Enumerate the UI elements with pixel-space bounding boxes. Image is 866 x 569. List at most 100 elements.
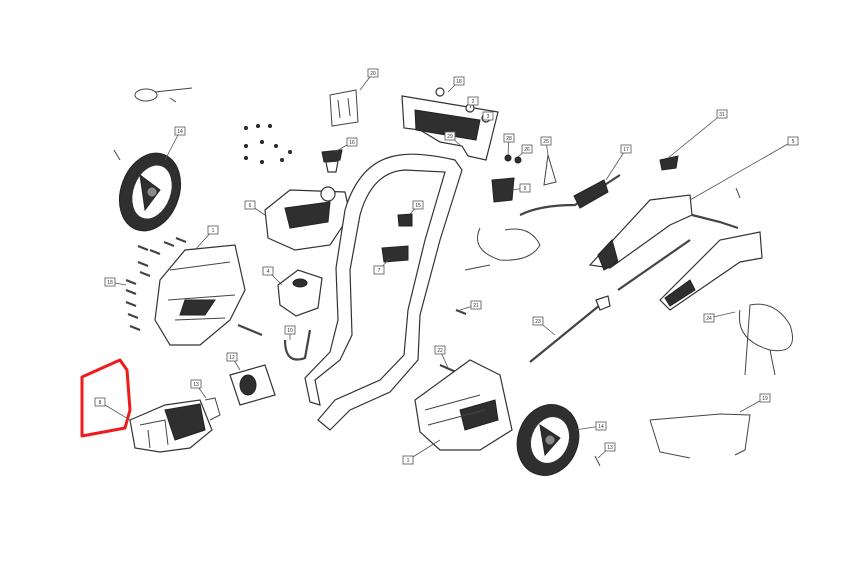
handle-frame-part xyxy=(304,153,463,431)
callout-number: 19 xyxy=(762,396,768,402)
control-panel-part xyxy=(401,87,499,161)
callout-box xyxy=(190,379,202,389)
callout-number: 26 xyxy=(524,147,530,153)
spray-gun-part xyxy=(588,187,763,311)
callout-box xyxy=(434,345,446,355)
callout-number: 18 xyxy=(456,79,462,85)
callout-number: 23 xyxy=(535,319,541,325)
cap-part xyxy=(321,149,343,173)
callout-box xyxy=(716,109,728,119)
callout-number: 5 xyxy=(792,139,795,145)
highlight-outline xyxy=(80,358,132,438)
callout-leader xyxy=(689,140,794,201)
callout-leader xyxy=(164,130,181,161)
hose-coil-part xyxy=(738,303,793,376)
callout-box xyxy=(453,76,465,86)
callout-number: 28 xyxy=(506,136,512,142)
callout-number: 1 xyxy=(212,228,215,234)
callout-box xyxy=(532,316,544,326)
housing-part xyxy=(229,364,276,406)
frame-body-part xyxy=(154,244,246,346)
callout-number: 20 xyxy=(370,71,376,77)
small-fittings xyxy=(504,154,557,186)
rod-part xyxy=(237,323,263,337)
bolt-part xyxy=(439,363,457,374)
callout-box xyxy=(503,133,515,143)
callout-box xyxy=(226,352,238,362)
callout-box xyxy=(284,325,296,335)
wire-frame-part xyxy=(649,413,751,459)
callout-number: 29 xyxy=(447,134,453,140)
valve-part xyxy=(455,308,467,316)
callout-number: 14 xyxy=(598,424,604,430)
callout-box xyxy=(94,397,106,407)
clip-part xyxy=(397,213,413,227)
callout-box xyxy=(703,313,715,323)
wheel-left-part xyxy=(119,152,181,232)
callout-number: 2 xyxy=(472,99,475,105)
callout-box xyxy=(467,96,479,106)
callout-leader xyxy=(605,148,627,181)
callout-number: 25 xyxy=(543,139,549,145)
callout-box xyxy=(595,421,607,431)
callout-box xyxy=(373,265,385,275)
callout-box xyxy=(346,137,358,147)
callout-number: 12 xyxy=(229,355,235,361)
callout-number: 9 xyxy=(524,186,527,192)
callout-number: 13 xyxy=(607,445,613,451)
label-tag-part xyxy=(329,89,359,127)
callout-number: 10 xyxy=(287,328,293,334)
callout-number: 7 xyxy=(378,268,381,274)
callout-box xyxy=(470,300,482,310)
screw-column-left xyxy=(125,236,187,332)
wheel-right-part xyxy=(516,404,580,476)
callout-number: 8 xyxy=(99,400,102,406)
callout-box xyxy=(521,144,533,154)
callout-number: 15 xyxy=(415,203,421,209)
bracket-small-part xyxy=(204,397,221,421)
callout-number: 21 xyxy=(473,303,479,309)
callout-box xyxy=(787,136,799,146)
callout-number: 3 xyxy=(487,114,490,120)
callout-number: 18 xyxy=(107,280,113,286)
callout-number: 31 xyxy=(719,112,725,118)
screw-part xyxy=(113,149,121,161)
callout-box xyxy=(104,277,116,287)
callout-number: 6 xyxy=(249,203,252,209)
callout-box xyxy=(412,200,424,210)
callout-box xyxy=(402,455,414,465)
callout-number: 17 xyxy=(623,147,629,153)
bent-hose-part xyxy=(283,329,312,361)
callout-number: 14 xyxy=(177,129,183,135)
switch-part xyxy=(381,245,409,263)
top-cover-part xyxy=(264,186,351,251)
fitting-part xyxy=(659,155,679,171)
callout-number: 16 xyxy=(349,140,355,146)
power-cord-part xyxy=(464,174,621,271)
callout-box xyxy=(207,225,219,235)
callout-number: 13 xyxy=(193,382,199,388)
callout-box xyxy=(244,200,256,210)
wheel-bolt-part xyxy=(594,455,601,467)
reservoir-part xyxy=(277,269,323,317)
pump-part xyxy=(129,399,213,453)
bracket-part xyxy=(491,177,515,203)
callout-box xyxy=(367,68,379,78)
callout-number: 4 xyxy=(267,269,270,275)
screw-cluster-top xyxy=(244,124,292,164)
callout-number: 1 xyxy=(407,458,410,464)
callout-number: 24 xyxy=(706,316,712,322)
callout-box xyxy=(540,136,552,146)
callout-box xyxy=(604,442,616,452)
callout-leader xyxy=(667,113,723,159)
lower-frame-part xyxy=(414,359,513,451)
callout-box xyxy=(620,144,632,154)
callout-box xyxy=(519,183,531,193)
pin-clip-part xyxy=(134,87,193,103)
callout-box xyxy=(262,266,274,276)
callout-box xyxy=(444,131,456,141)
callout-box xyxy=(759,393,771,403)
callout-box xyxy=(482,111,494,121)
